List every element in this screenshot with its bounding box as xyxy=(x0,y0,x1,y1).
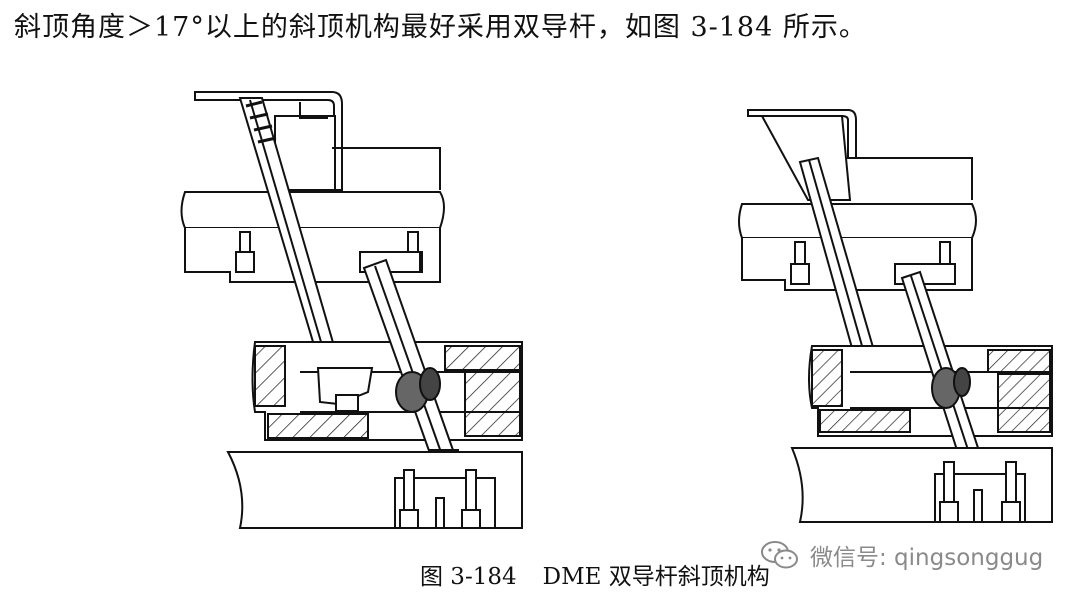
wechat-icon xyxy=(760,539,800,571)
document-heading: 斜顶角度＞17°以上的斜顶机构最好采用双导杆，如图 3-184 所示。 xyxy=(14,12,867,43)
watermark-text: 微信号: qingsonggug xyxy=(810,545,1044,571)
left-diagram xyxy=(180,91,523,529)
figure-caption: 图 3-184 DME 双导杆斜顶机构 xyxy=(420,560,770,594)
figure-caption-label: 图 3-184 xyxy=(420,564,517,590)
right-diagram xyxy=(738,109,1053,523)
watermark: 微信号: qingsonggug xyxy=(760,538,1043,572)
figure-caption-text: DME 双导杆斜顶机构 xyxy=(542,564,770,590)
